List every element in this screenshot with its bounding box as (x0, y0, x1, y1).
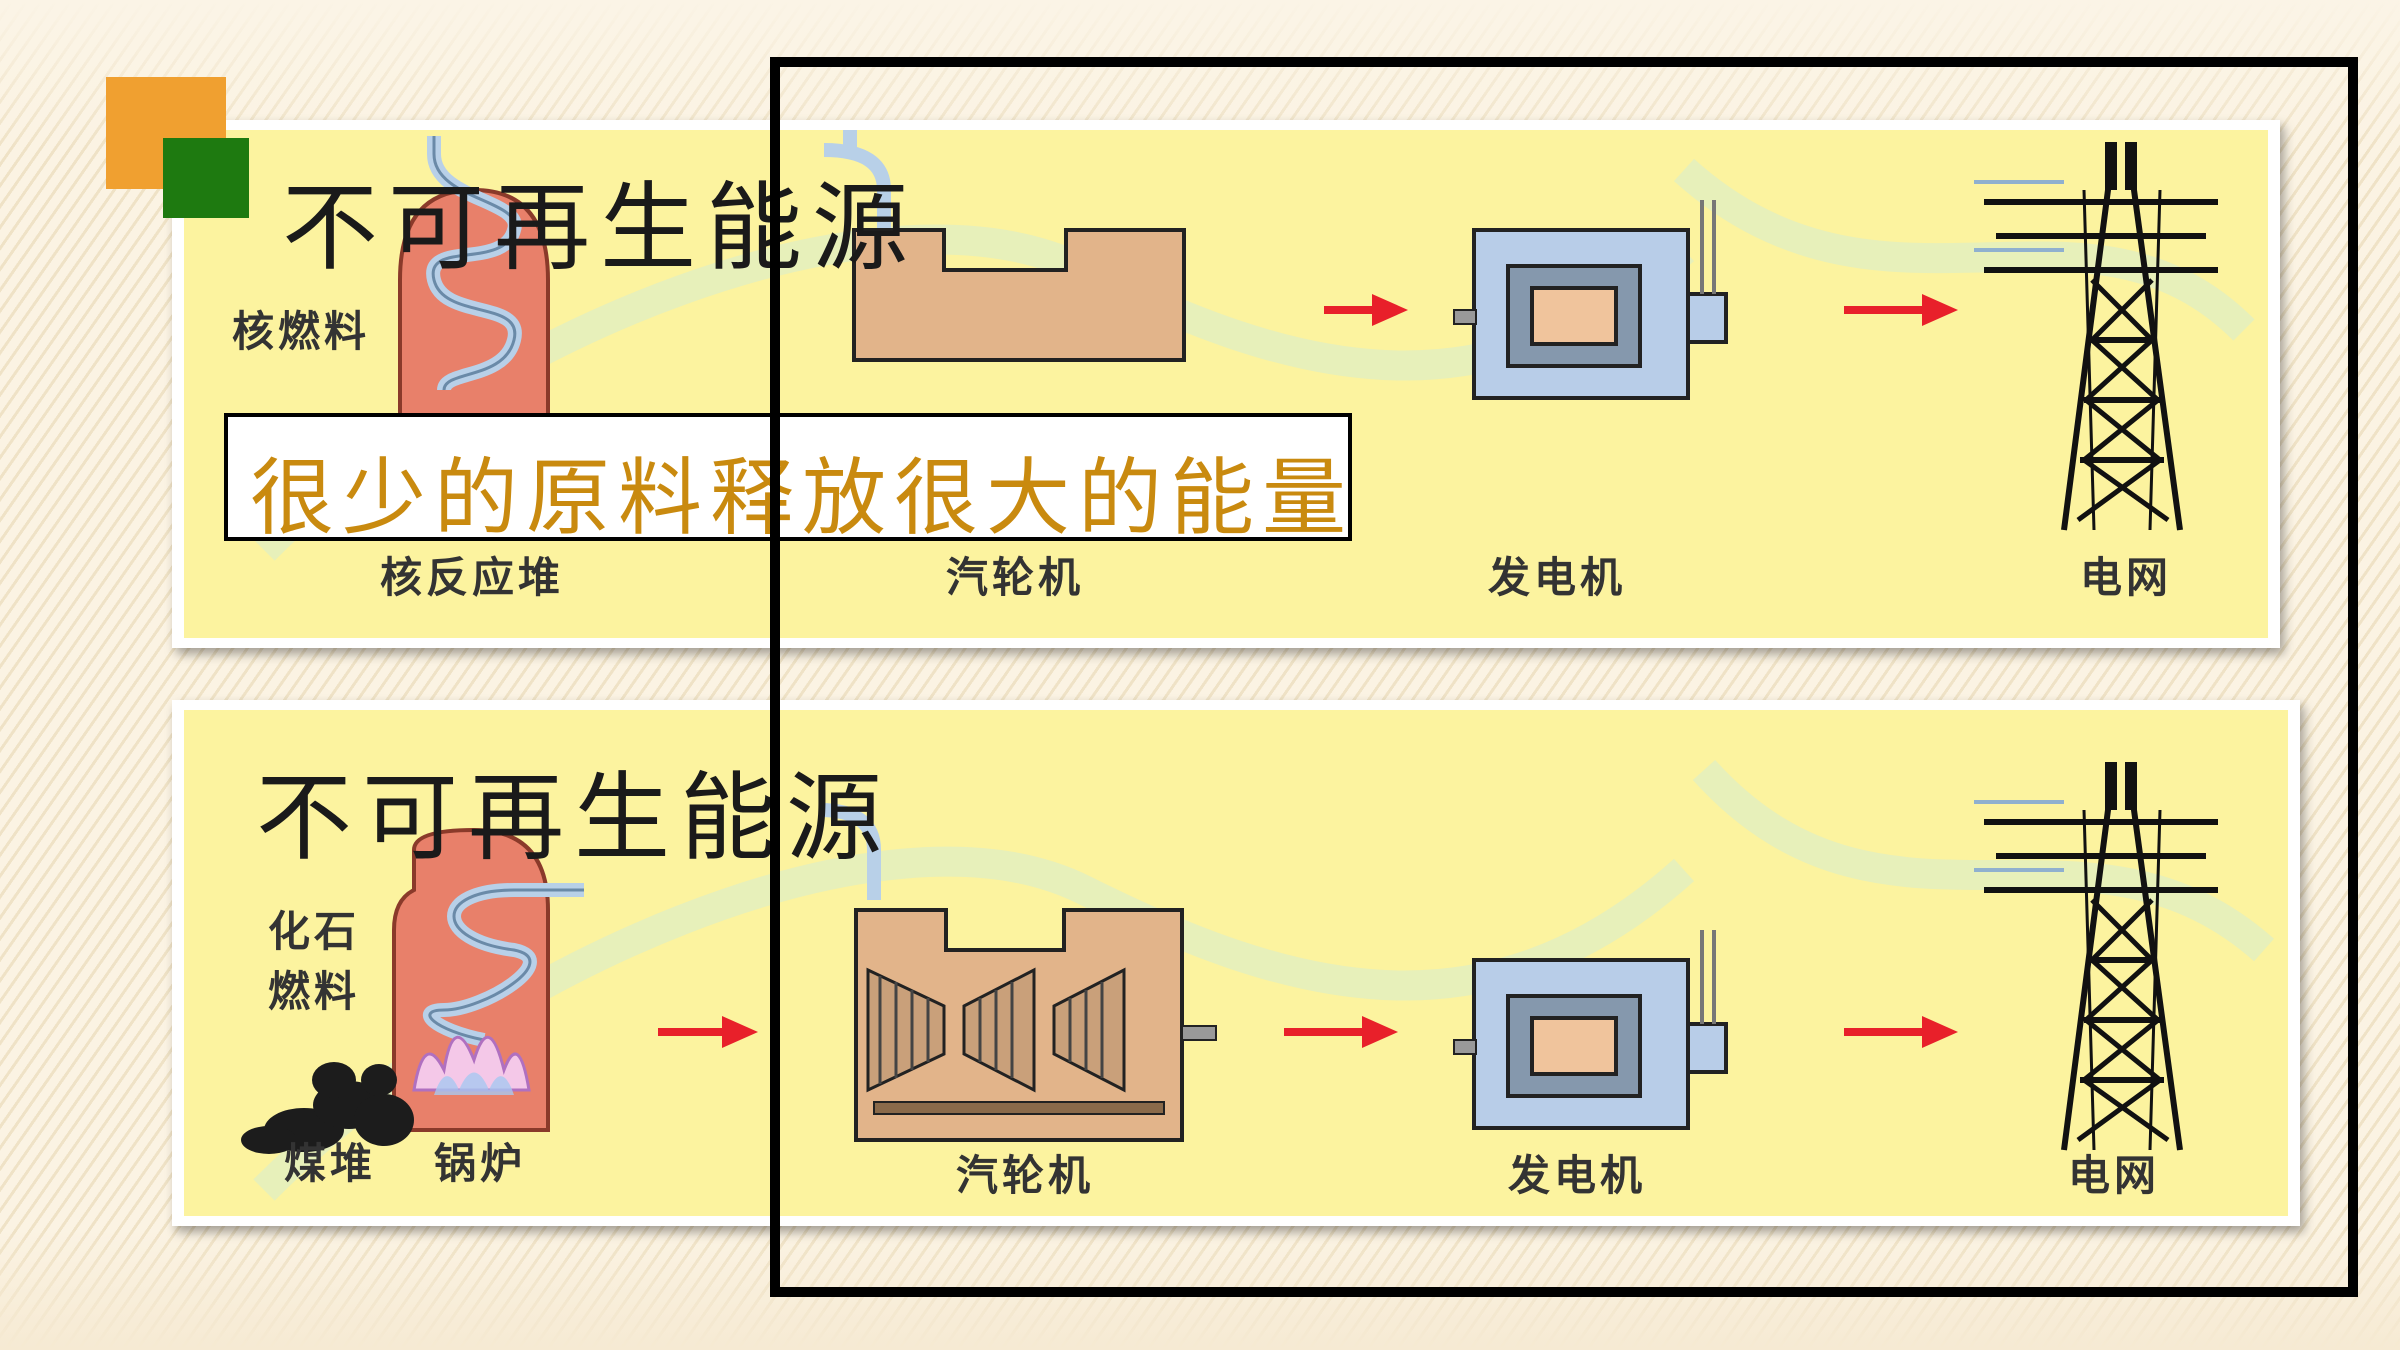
fuel-label-line1: 化石 (268, 907, 361, 956)
power-pylon-icon (1974, 142, 2218, 531)
nuclear-power-diagram (253, 130, 2255, 561)
steam-turbine-icon (823, 130, 1186, 362)
boiler-icon (392, 827, 584, 1132)
generator-label: 发电机 (1488, 553, 1627, 602)
top-diagram-background: 不可再生能源 核燃料 核反应堆 汽轮机 发电机 电网 (184, 130, 2268, 638)
arrow-generator-to-grid (1844, 294, 1958, 326)
turbine-label: 汽轮机 (946, 553, 1085, 602)
arrow-turbine-to-generator (1324, 294, 1408, 326)
panel-title: 不可再生能源 (282, 172, 918, 284)
grid-label: 电网 (2068, 1151, 2161, 1200)
coal-label: 煤堆 (284, 1139, 377, 1188)
fuel-label-line2: 燃料 (268, 967, 361, 1016)
callout-text: 很少的原料释放很大的能量 (250, 449, 1355, 547)
bottom-diagram-background: 不可再生能源 化石 燃料 煤堆 锅炉 汽轮机 发电机 电网 (184, 710, 2288, 1216)
bottom-diagram-panel: 不可再生能源 化石 燃料 煤堆 锅炉 汽轮机 发电机 电网 (172, 700, 2300, 1226)
fossil-power-diagram (241, 759, 2274, 1201)
coal-pile-icon (241, 1062, 414, 1154)
steam-turbine-icon (819, 803, 1217, 1142)
accent-square-green (163, 138, 249, 218)
generator-icon (1453, 200, 1728, 400)
turbine-label: 汽轮机 (956, 1151, 1095, 1200)
generator-label: 发电机 (1508, 1151, 1647, 1200)
nuclear-reactor-icon (398, 136, 550, 462)
grid-label: 电网 (2080, 553, 2173, 602)
top-diagram-panel: 不可再生能源 核燃料 核反应堆 汽轮机 发电机 电网 (172, 120, 2280, 648)
arrow-generator-to-grid (1844, 1016, 1958, 1048)
generator-icon (1453, 930, 1728, 1130)
power-pylon-icon (1974, 762, 2218, 1151)
boiler-label: 锅炉 (434, 1139, 527, 1188)
highlight-frame (770, 57, 2358, 1297)
arrow-turbine-to-generator (1284, 1016, 1398, 1048)
fuel-label: 核燃料 (232, 307, 371, 356)
callout-box: 很少的原料释放很大的能量 (224, 413, 1352, 547)
arrow-boiler-to-turbine (658, 1016, 758, 1048)
reactor-label: 核反应堆 (380, 553, 565, 602)
